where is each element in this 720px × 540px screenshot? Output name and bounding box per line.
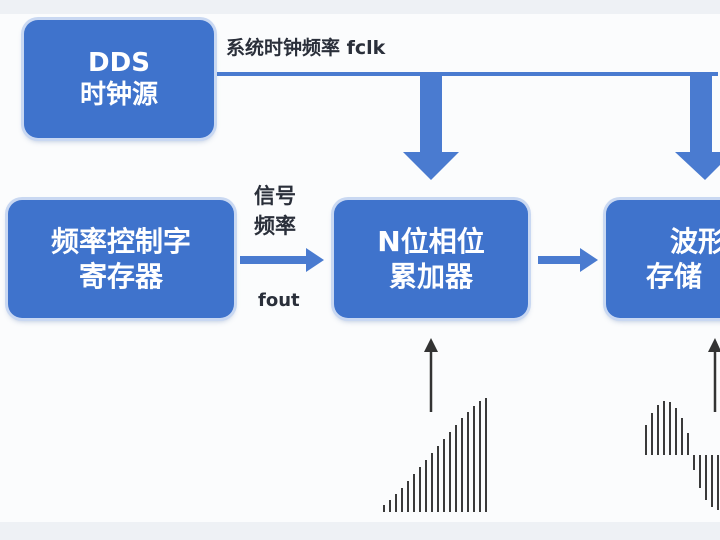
signal-frequency-label-line2: 频率 xyxy=(254,214,296,238)
waveform-memory-line1: 波形 xyxy=(670,225,720,258)
register-to-accumulator-shaft xyxy=(240,256,308,264)
top-border xyxy=(0,0,720,14)
waveform-memory-line2: 存储 xyxy=(646,260,703,293)
phase-ramp-waveform xyxy=(383,398,487,512)
wave-up-arrowhead xyxy=(708,338,720,352)
clock-to-accumulator-shaft xyxy=(420,74,442,154)
clock-to-memory-shaft xyxy=(690,74,712,154)
sine-sample-waveform xyxy=(645,401,719,510)
phase-accumulator-block: N位相位 累加器 xyxy=(334,200,528,318)
clock-to-accumulator-arrowhead xyxy=(403,152,459,180)
phase-up-arrowhead xyxy=(424,338,438,352)
register-to-accumulator-arrowhead xyxy=(306,248,324,272)
frequency-register-line1: 频率控制字 xyxy=(50,225,191,258)
accumulator-to-memory-arrowhead xyxy=(580,248,598,272)
clock-to-memory-arrowhead xyxy=(675,152,720,180)
phase-accumulator-line2: 累加器 xyxy=(388,260,473,293)
frequency-register-line2: 寄存器 xyxy=(78,260,163,293)
bottom-border xyxy=(0,522,720,540)
dds-clock-line1: DDS xyxy=(88,47,150,78)
dds-clock-source-block: DDS 时钟源 xyxy=(24,20,214,138)
phase-accumulator-line1: N位相位 xyxy=(377,225,485,258)
dds-clock-line2: 时钟源 xyxy=(79,80,158,110)
fout-label: fout xyxy=(258,290,300,311)
waveform-memory-block: 波形 存储 xyxy=(606,200,720,318)
signal-frequency-label-line1: 信号 xyxy=(254,184,296,208)
system-clock-label: 系统时钟频率 fclk xyxy=(226,37,386,59)
frequency-register-block: 频率控制字 寄存器 xyxy=(8,200,234,318)
accumulator-to-memory-shaft xyxy=(538,256,582,264)
